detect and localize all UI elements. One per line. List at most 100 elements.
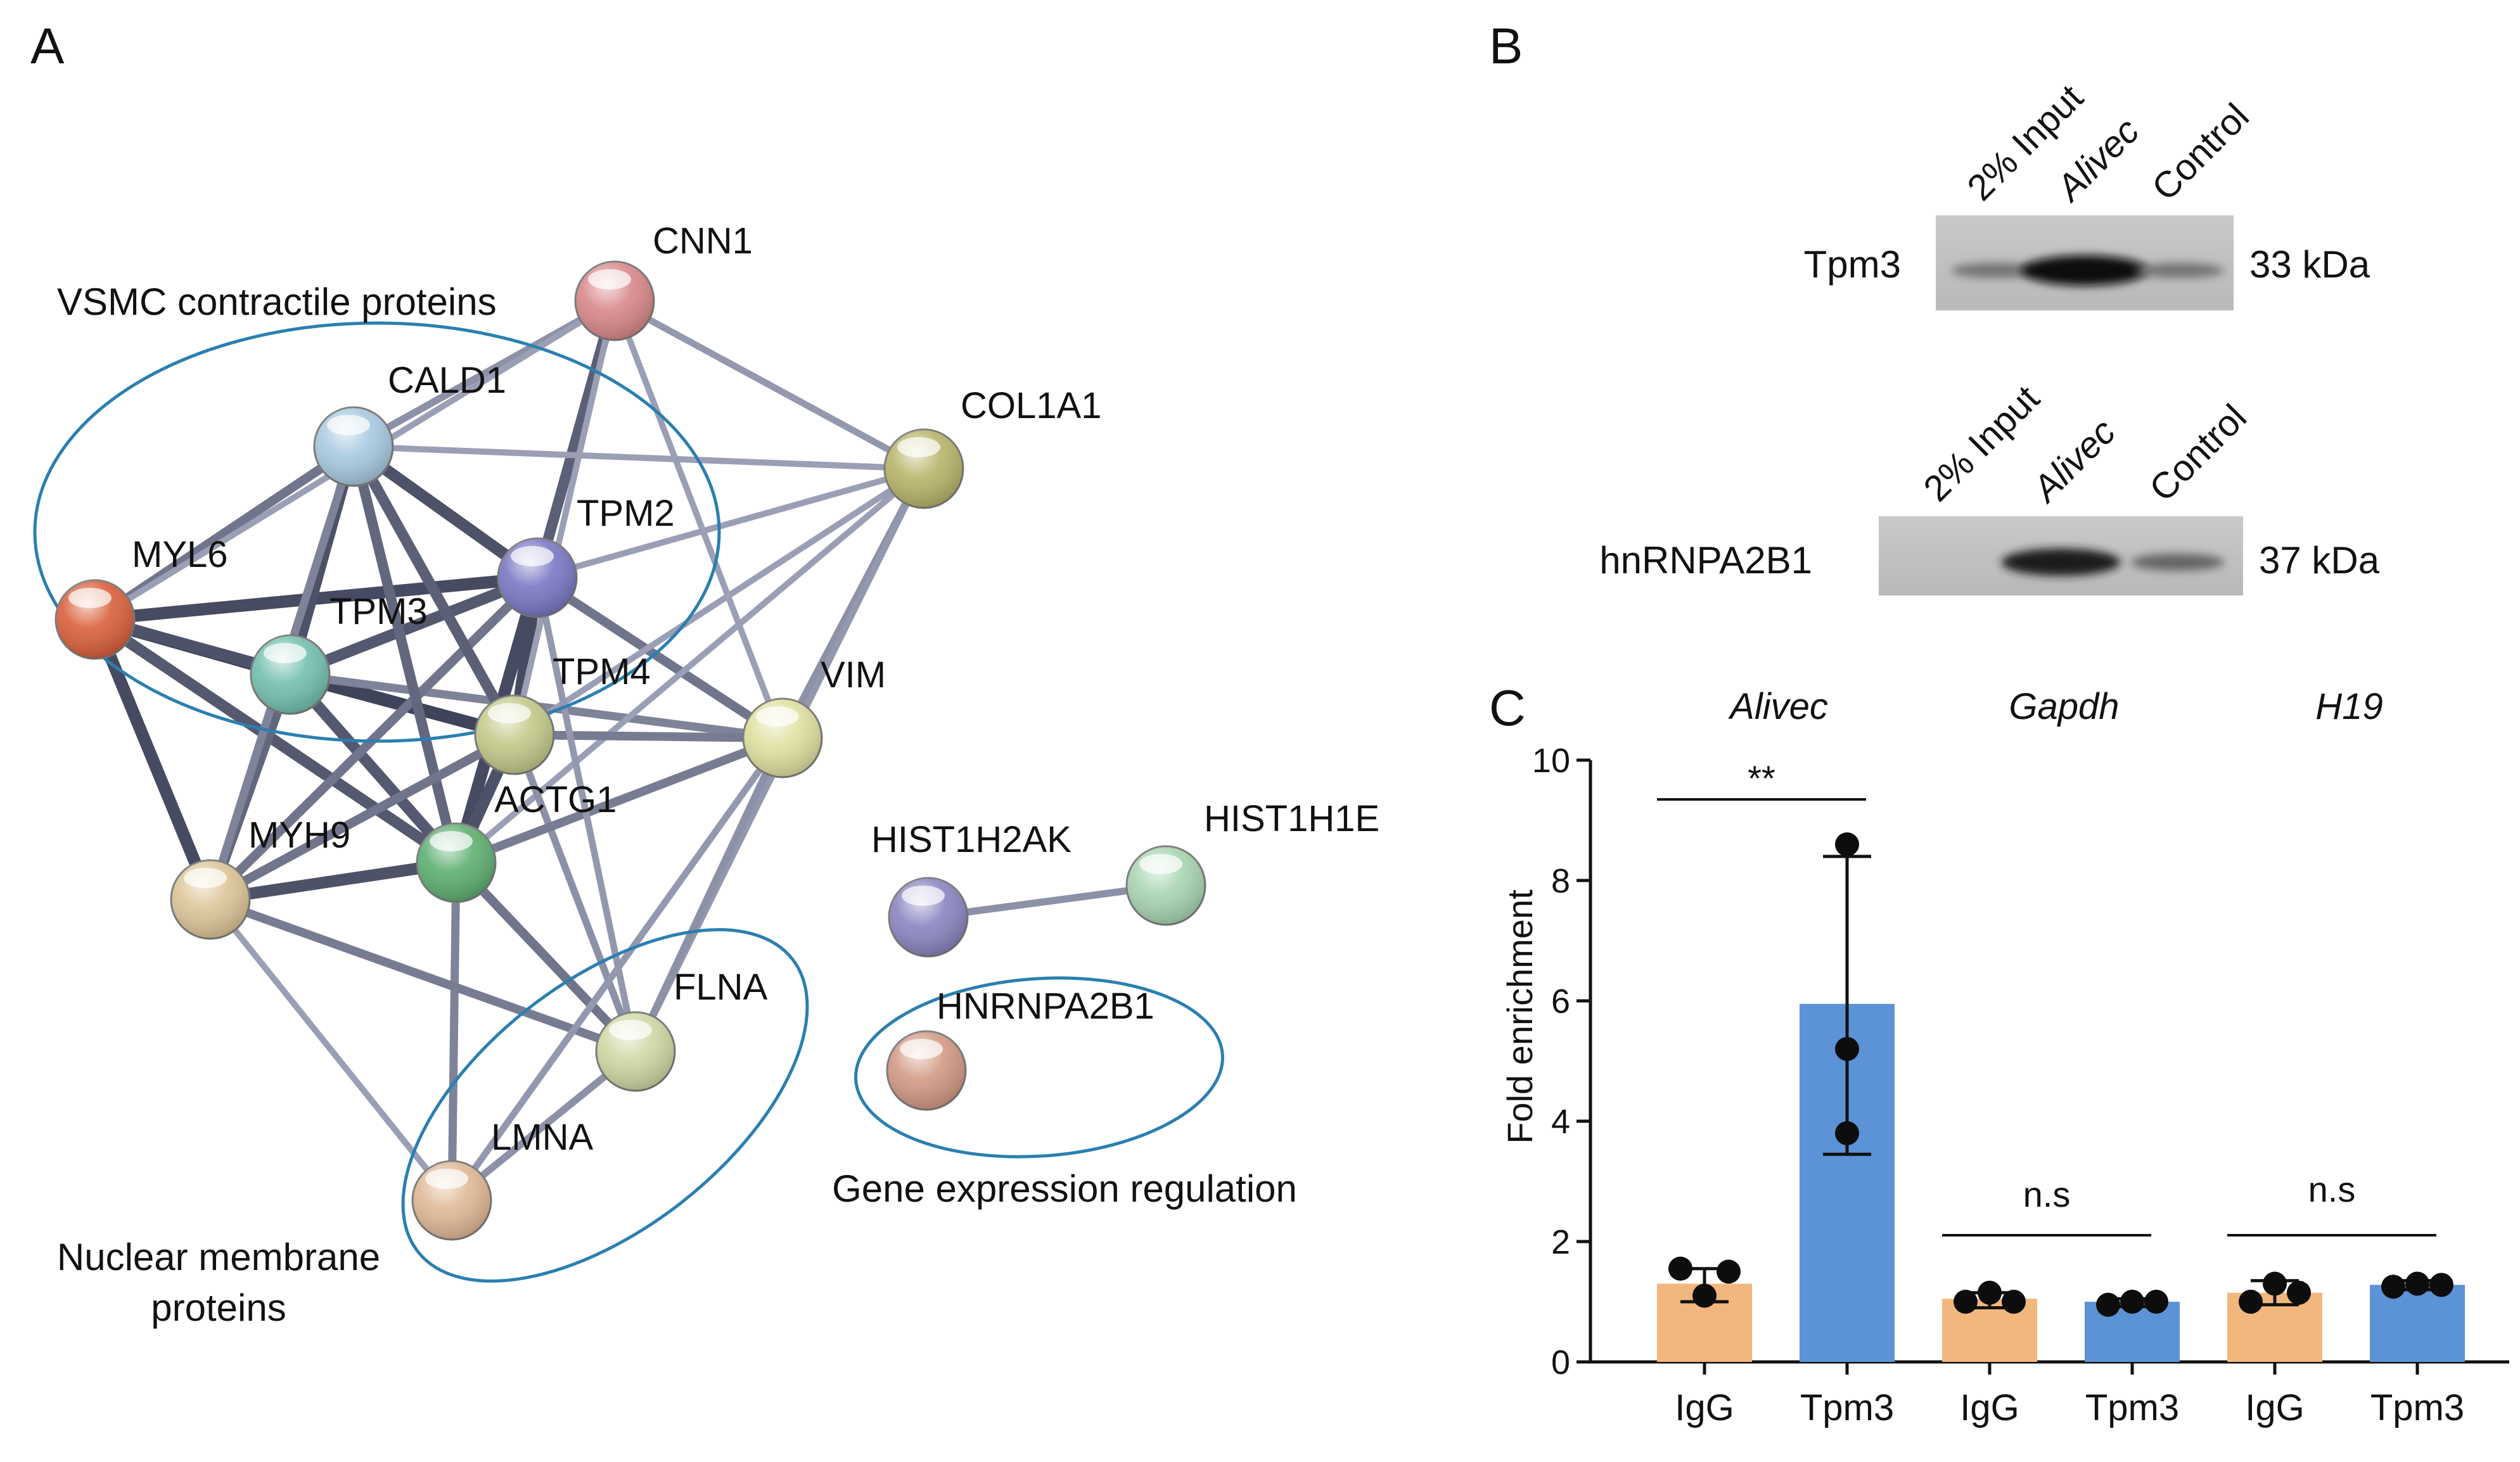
significance-label-0: ** bbox=[1748, 758, 1775, 798]
node-hnrnpa2b1: HNRNPA2B1 bbox=[886, 986, 1154, 1111]
node-label-myl6: MYL6 bbox=[132, 534, 228, 575]
node-label-cnn1: CNN1 bbox=[653, 220, 753, 262]
panel-label-b: B bbox=[1489, 18, 1523, 74]
edge-actg1-lmna bbox=[447, 862, 461, 1201]
panel-label-c: C bbox=[1489, 680, 1526, 736]
node-myh9: MYH9 bbox=[170, 815, 350, 940]
node-highlight-myl6 bbox=[68, 588, 112, 608]
point-1-1 bbox=[1835, 1037, 1859, 1061]
node-hist1h2ak: HIST1H2AK bbox=[871, 819, 1071, 958]
panel-label-a: A bbox=[30, 18, 65, 74]
y-tick-label-0: 0 bbox=[1551, 1344, 1570, 1382]
node-label-hist1h2ak: HIST1H2AK bbox=[871, 819, 1071, 860]
point-3-0 bbox=[2096, 1292, 2120, 1317]
band-tpm3-1 bbox=[2021, 255, 2148, 286]
edge-actg1-myh9 bbox=[209, 856, 457, 906]
edge-cald1-tpm4 bbox=[349, 443, 520, 738]
point-5-0 bbox=[2381, 1274, 2405, 1299]
band-hnrnpa2b1-2 bbox=[2130, 553, 2225, 571]
point-4-1 bbox=[2263, 1271, 2287, 1296]
blot-protein-label-1: hnRNPA2B1 bbox=[1599, 539, 1812, 582]
edge-actg1-flna bbox=[452, 859, 639, 1055]
node-label-lmna: LMNA bbox=[491, 1117, 593, 1158]
node-lmna: LMNA bbox=[411, 1117, 593, 1241]
node-label-flna: FLNA bbox=[674, 967, 768, 1008]
group-label-vsmc: VSMC contractile proteins bbox=[57, 281, 497, 323]
node-label-tpm4: TPM4 bbox=[553, 651, 651, 692]
vsmc-group-ellipse bbox=[33, 321, 721, 743]
band-tpm3-0 bbox=[1951, 263, 2040, 278]
node-highlight-col1a1 bbox=[897, 437, 940, 457]
node-highlight-lmna bbox=[425, 1169, 468, 1189]
category-label-4: IgG bbox=[2245, 1387, 2305, 1428]
edge-flna-tpm2 bbox=[534, 576, 639, 1053]
edge-vim-flna bbox=[632, 736, 786, 1053]
point-5-2 bbox=[2429, 1273, 2453, 1297]
edge-tpm4-vim bbox=[514, 730, 783, 742]
node-vim: VIM bbox=[742, 654, 886, 779]
node-tpm4: TPM4 bbox=[474, 651, 651, 775]
edge-cnn1-vim bbox=[611, 300, 786, 739]
edge-cald1-col1a1 bbox=[353, 443, 924, 472]
bar-5 bbox=[2370, 1285, 2465, 1362]
node-label-tpm3: TPM3 bbox=[329, 591, 428, 632]
node-label-myh9: MYH9 bbox=[248, 815, 350, 856]
nuclear-group-ellipse bbox=[401, 928, 809, 1283]
edge-col1a1-tpm4 bbox=[513, 466, 926, 738]
edge-tpm4-myh9 bbox=[208, 730, 517, 904]
node-label-cald1: CALD1 bbox=[388, 360, 506, 401]
edge-tpm3-tpm2 bbox=[288, 572, 540, 680]
band-hnrnpa2b1-1 bbox=[2001, 548, 2121, 576]
point-2-2 bbox=[2002, 1290, 2026, 1314]
lane-label-0-2: Control bbox=[2144, 96, 2257, 208]
category-label-0: IgG bbox=[1675, 1387, 1734, 1428]
point-2-1 bbox=[1978, 1280, 2002, 1305]
category-label-2: IgG bbox=[1960, 1387, 2019, 1428]
node-tpm2: TPM2 bbox=[497, 493, 675, 618]
y-tick-label-10: 10 bbox=[1532, 742, 1570, 780]
node-highlight-tpm3 bbox=[264, 643, 307, 663]
blot-size-label-0: 33 kDa bbox=[2249, 243, 2370, 286]
point-1-0 bbox=[1835, 832, 1859, 856]
y-tick-label-8: 8 bbox=[1551, 862, 1570, 900]
lane-label-1-0: 2% Input bbox=[1916, 378, 2047, 509]
edge-col1a1-actg1 bbox=[454, 466, 926, 865]
point-4-0 bbox=[2239, 1290, 2263, 1314]
group-label-nuclear-1: Nuclear membrane bbox=[57, 1236, 380, 1278]
chart-bars bbox=[1657, 1003, 2465, 1362]
node-label-hnrnpa2b1: HNRNPA2B1 bbox=[937, 986, 1154, 1027]
node-highlight-tpm2 bbox=[511, 546, 554, 566]
blot-size-label-1: 37 kDa bbox=[2259, 539, 2380, 582]
node-col1a1: COL1A1 bbox=[883, 385, 1101, 509]
node-highlight-hnrnpa2b1 bbox=[900, 1039, 943, 1059]
edge-tpm2-myh9 bbox=[207, 574, 541, 903]
edge-cald1-actg1 bbox=[349, 445, 461, 864]
edge-tpm2-col1a1 bbox=[536, 466, 925, 581]
node-actg1: ACTG1 bbox=[416, 779, 617, 903]
node-highlight-hist1h1e bbox=[1139, 854, 1182, 874]
group-gene-label-2: H19 bbox=[2315, 686, 2382, 727]
y-axis-label: Fold enrichment bbox=[1500, 889, 1540, 1144]
node-highlight-vim bbox=[756, 706, 799, 727]
edge-cnn1-col1a1 bbox=[613, 298, 926, 472]
edge-tpm2-vim bbox=[535, 573, 785, 742]
node-highlight-cald1 bbox=[327, 415, 370, 435]
node-label-col1a1: COL1A1 bbox=[961, 385, 1101, 426]
node-tpm3: TPM3 bbox=[250, 591, 428, 715]
node-highlight-actg1 bbox=[430, 831, 473, 851]
y-tick-label-6: 6 bbox=[1551, 982, 1570, 1020]
significance-label-1: n.s bbox=[2023, 1174, 2071, 1214]
node-label-tpm2: TPM2 bbox=[577, 493, 675, 534]
group-label-gene-expression: Gene expression regulation bbox=[832, 1167, 1297, 1210]
point-0-2 bbox=[1717, 1259, 1741, 1284]
node-cald1: CALD1 bbox=[313, 360, 506, 487]
y-tick-label-2: 2 bbox=[1551, 1223, 1570, 1261]
point-3-2 bbox=[2144, 1290, 2168, 1314]
node-hist1h1e: HIST1H1E bbox=[1125, 798, 1379, 926]
